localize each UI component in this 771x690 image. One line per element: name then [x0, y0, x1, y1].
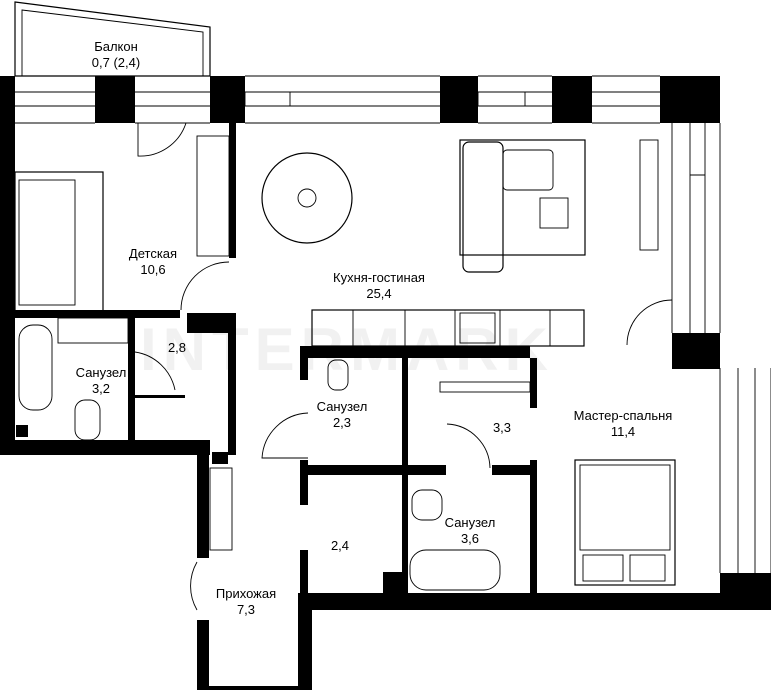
doors [134, 122, 673, 611]
room-area-balcony: 0,7 (2,4) [92, 55, 140, 70]
room-area-master: 11,4 [611, 424, 635, 439]
room-area-kitchen: 25,4 [366, 286, 391, 301]
room-area-closet-3: 2,4 [331, 538, 349, 553]
room-labels: Балкон 0,7 (2,4) Детская 10,6 Кухня-гост… [76, 39, 673, 617]
interior-walls [15, 123, 537, 595]
room-name-kids: Детская [129, 246, 177, 261]
room-name-balcony: Балкон [94, 39, 138, 54]
room-area-hall: 7,3 [237, 602, 255, 617]
room-area-bath-2: 2,3 [333, 415, 351, 430]
room-name-bath-2: Санузел [317, 399, 368, 414]
furniture [14, 135, 676, 591]
top-wall [0, 76, 720, 123]
room-name-hall: Прихожая [216, 586, 276, 601]
outer-walls [0, 123, 771, 690]
room-area-kids: 10,6 [140, 262, 165, 277]
windows [15, 75, 771, 573]
room-area-bath-1: 3,2 [92, 381, 110, 396]
room-name-master: Мастер-спальня [574, 408, 673, 423]
room-name-bath-1: Санузел [76, 365, 127, 380]
room-area-closet-2: 3,3 [493, 420, 511, 435]
room-name-kitchen: Кухня-гостиная [333, 270, 425, 285]
room-area-closet-1: 2,8 [168, 340, 186, 355]
room-area-bath-3: 3,6 [461, 531, 479, 546]
room-name-bath-3: Санузел [445, 515, 496, 530]
